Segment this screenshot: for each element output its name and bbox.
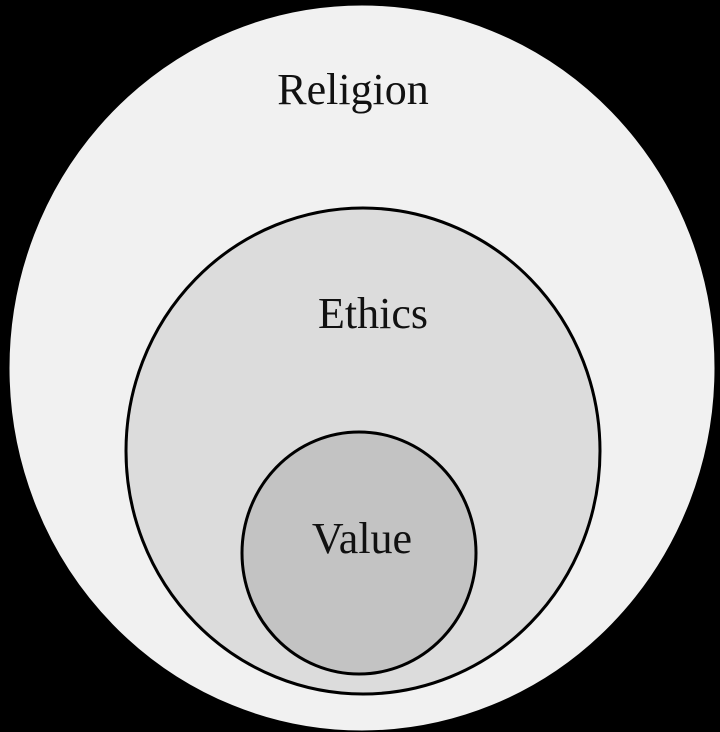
value-circle bbox=[240, 430, 478, 676]
value-label: Value bbox=[312, 514, 412, 563]
ethics-label: Ethics bbox=[318, 289, 428, 338]
religion-label: Religion bbox=[277, 65, 429, 114]
